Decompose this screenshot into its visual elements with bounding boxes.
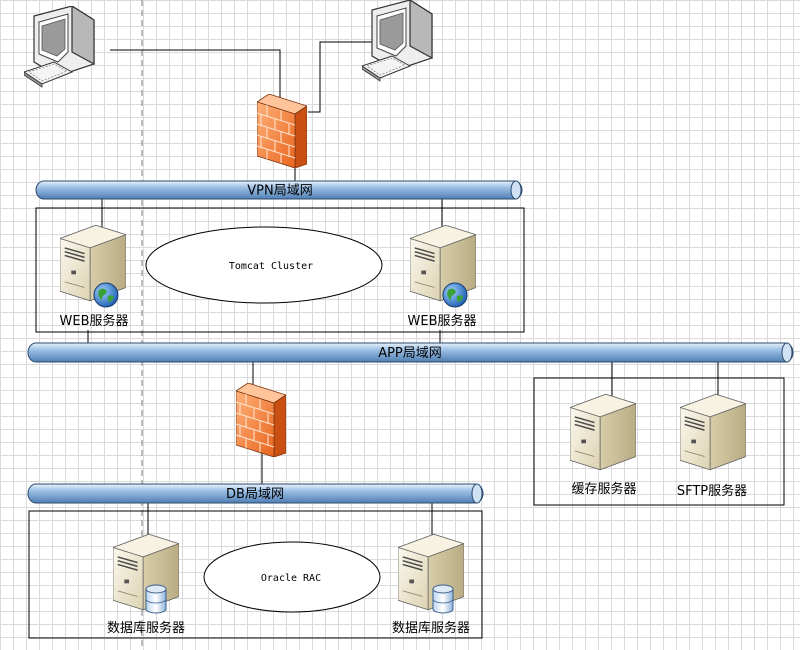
service-server-group <box>533 377 785 506</box>
web-server-group <box>35 207 525 333</box>
app-network-label: APP局域网 <box>378 346 442 361</box>
connector-lines <box>87 41 719 540</box>
globe-icon <box>442 282 468 308</box>
db-server-left-label: 数据库服务器 <box>107 620 185 636</box>
db-network-bus: DB局域网 <box>27 483 484 504</box>
app-network-bus: APP局域网 <box>27 342 794 363</box>
db-server-right-label: 数据库服务器 <box>392 620 470 636</box>
web-server-left-label: WEB服务器 <box>60 313 129 329</box>
db-network-label: DB局域网 <box>226 487 284 502</box>
db-server-right-icon <box>398 533 464 611</box>
vpn-network-label: VPN局域网 <box>247 184 312 199</box>
sftp-server-icon <box>680 393 746 471</box>
firewall-top-icon <box>257 94 307 168</box>
db-server-group <box>28 510 483 639</box>
tomcat-cluster-ellipse <box>145 226 383 304</box>
database-icon <box>145 584 167 614</box>
oracle-rac-ellipse <box>203 541 381 613</box>
database-icon <box>432 584 454 614</box>
firewall-middle-icon <box>236 383 286 457</box>
client-pc-left-icon <box>24 6 95 88</box>
client-pc-right-icon <box>362 0 433 82</box>
tomcat-cluster-label: Tomcat Cluster <box>229 261 313 272</box>
cache-server-icon <box>570 393 636 471</box>
cache-server-label: 缓存服务器 <box>571 481 636 497</box>
web-server-right-label: WEB服务器 <box>408 313 477 329</box>
oracle-rac-label: Oracle RAC <box>261 573 321 584</box>
vpn-network-bus: VPN局域网 <box>35 180 523 200</box>
sftp-server-label: SFTP服务器 <box>677 483 747 499</box>
globe-icon <box>93 282 119 308</box>
